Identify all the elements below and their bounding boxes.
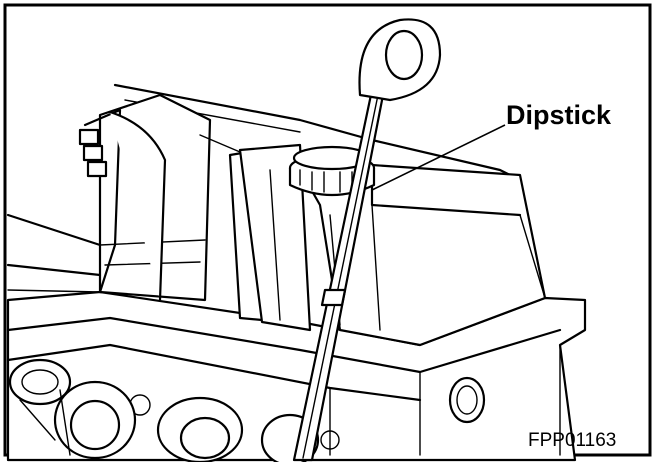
dipstick-label: Dipstick bbox=[506, 100, 612, 130]
dipstick bbox=[292, 18, 442, 462]
cylinder-head bbox=[6, 290, 587, 462]
callout-leader-line bbox=[371, 124, 506, 191]
figure-code: FPP01163 bbox=[528, 430, 616, 451]
